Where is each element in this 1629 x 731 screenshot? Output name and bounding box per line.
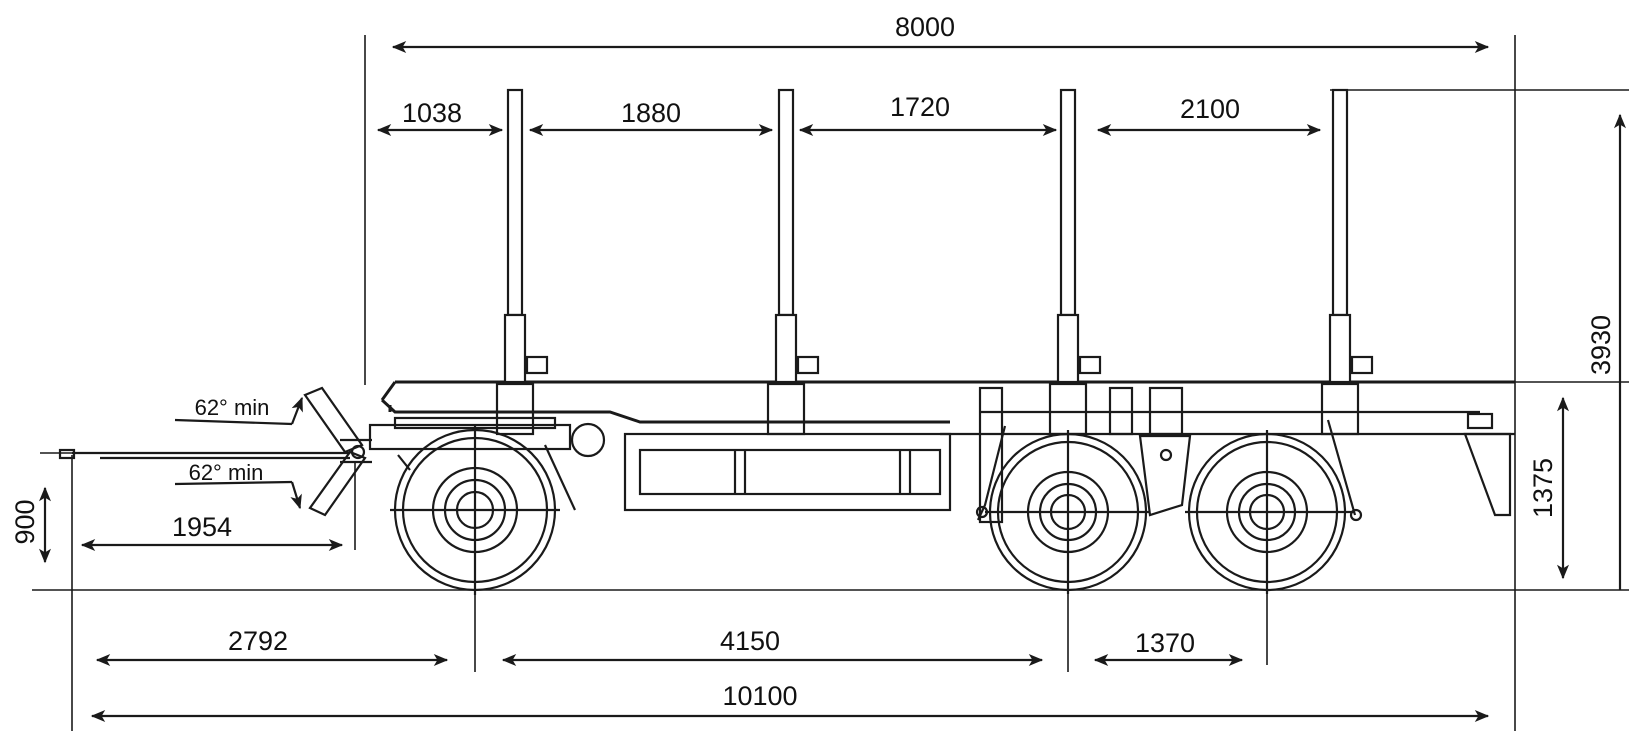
angle-arrow-down (290, 481, 302, 510)
dimension-arrows (39, 41, 1626, 722)
dim-stake-gap-2: 1880 (621, 98, 681, 128)
wheel-front (390, 425, 560, 595)
dim-overall-length: 10100 (722, 681, 797, 711)
stake-1 (495, 88, 549, 436)
dim-drawbar-height: 900 (10, 499, 40, 544)
drawbar-down-position (308, 450, 367, 517)
dim-stake-gap-3: 1720 (890, 92, 950, 122)
center-frame (623, 432, 952, 512)
dimension-labels: 8000 1038 1880 1720 2100 3930 1375 900 1… (10, 12, 1616, 711)
dim-overall-height: 3930 (1586, 315, 1616, 375)
drawbar-up-position (303, 386, 364, 454)
main-frame (380, 380, 1515, 424)
stake-4 (1320, 88, 1374, 436)
dim-drawbar-length: 1954 (172, 512, 232, 542)
angle-arrow-up (290, 396, 304, 425)
drawbar (58, 386, 372, 517)
dim-front-to-axle1: 2792 (228, 626, 288, 656)
dim-stake-gap-1: 1038 (402, 98, 462, 128)
wheel-rear-1 (985, 430, 1150, 594)
dim-platform-height: 1375 (1528, 458, 1558, 518)
dim-stake-gap-4: 2100 (1180, 94, 1240, 124)
wheel-rear-2 (1185, 430, 1355, 594)
dim-body-length: 8000 (895, 12, 955, 42)
dim-rear-axle-spacing: 1370 (1135, 628, 1195, 658)
trailer-body (368, 88, 1515, 524)
angle-label-down: 62° min (189, 460, 264, 485)
angle-label-up: 62° min (195, 395, 270, 420)
dim-axle1-to-axle2: 4150 (720, 626, 780, 656)
bogie-frame (978, 386, 1512, 524)
